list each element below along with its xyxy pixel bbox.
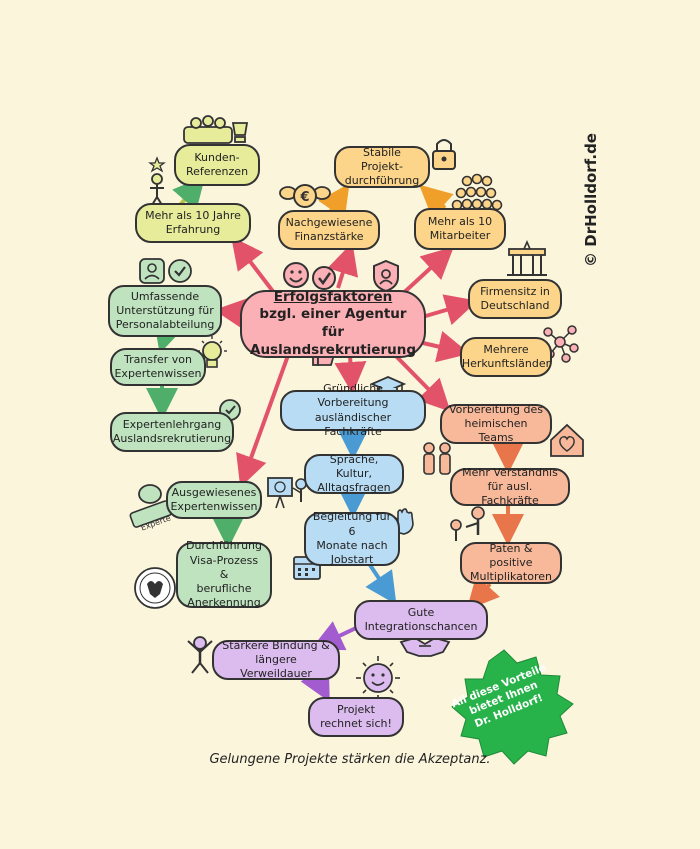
node-personalabteilung: Umfassende Unterstützung für Personalabt…	[108, 285, 222, 337]
node-firmensitz: Firmensitz in Deutschland	[468, 279, 562, 319]
arrow-to-fachkraefte	[334, 355, 367, 394]
padlock-icon	[432, 139, 456, 170]
node-transfer: Transfer von Expertenwissen	[110, 348, 206, 386]
arrow-personal-transfer	[153, 318, 185, 354]
node-vorbereitung-fachkraefte: Gründliche Vorbereitung ausländischer Fa…	[280, 382, 426, 438]
mentoring-icon	[450, 506, 485, 541]
node-kunden-referenzen: Kunden- Referenzen	[174, 144, 260, 186]
team-icon	[183, 115, 233, 144]
arrow-begleitung-integration	[365, 563, 397, 605]
node-stabile-projektdurchfuehrung: Stabile Projekt- durchführung	[334, 146, 430, 188]
node-nachgewiesene-finanzstaerke: Nachgewiesene Finanzstärke	[278, 210, 380, 250]
node-ausgewiesenes-expertenwissen: Ausgewiesenes Expertenwissen	[166, 481, 262, 519]
svg-text:€: €	[299, 190, 309, 205]
checkmark-icon	[312, 266, 336, 290]
arrow-to-finanzstaerke	[327, 242, 359, 289]
node-herkunftslaender: Mehrere Herkunftsländer	[460, 337, 552, 377]
promo-badge	[451, 649, 574, 765]
signature: © DrHolldorf.de	[580, 130, 602, 270]
node-vorbereitung-team: Vorbereitung des heimischen Teams	[440, 403, 552, 444]
node-begleitung: Begleitung für 6 Monate nach Jobstart	[304, 510, 400, 566]
signature-text: © DrHolldorf.de	[582, 133, 600, 267]
arrow-bindung-projekt	[300, 666, 330, 703]
eagle-seal-icon	[134, 567, 176, 609]
node-mehr-als-10-jahre: Mehr als 10 Jahre Erfahrung	[135, 203, 251, 243]
node-sprache-kultur: Sprache, Kultur, Alltagsfragen	[304, 453, 404, 494]
star-person-icon	[148, 156, 166, 206]
handshake-icon	[399, 637, 451, 657]
user-check-icon	[139, 258, 192, 284]
smiley-icon	[283, 262, 309, 288]
node-visa-prozess: Durchführung Visa-Prozess & berufliche A…	[176, 539, 272, 609]
caption: Gelungene Projekte stärken die Akzeptanz…	[209, 752, 491, 767]
network-icon	[543, 325, 579, 363]
arrow-to-erfahrung	[231, 236, 280, 300]
presentation-icon	[267, 477, 307, 509]
arrow-to-expertenwissen	[236, 349, 292, 488]
node-bindung: Stärkere Bindung & längere Verweildauer	[212, 639, 340, 680]
cheering-person-icon	[187, 636, 213, 674]
node-projekt-rechnet: Projekt rechnet sich!	[308, 697, 404, 737]
node-paten: Paten & positive Multiplikatoren	[460, 542, 562, 584]
center-title: Erfolgsfaktoren	[273, 288, 393, 305]
sun-smiley-icon	[356, 656, 400, 700]
center-line3: Auslandsrekrutierung	[250, 341, 416, 358]
trophy-icon	[231, 122, 249, 143]
node-verstaendnis: Mehr Verständnis für ausl. Fachkräfte	[450, 466, 570, 507]
node-expertenlehrgang: Expertenlehrgang Auslandsrekrutierung	[110, 412, 234, 452]
arrow-mitarbeiter-stabil	[419, 184, 454, 218]
node-mehr-als-10-mitarbeiter: Mehr als 10 Mitarbeiter	[414, 208, 506, 250]
brandenburg-gate-icon	[507, 239, 547, 276]
couple-icon	[423, 442, 451, 475]
node-integrationschancen: Gute Integrationschancen	[354, 600, 488, 640]
security-shield-icon	[373, 259, 399, 293]
euro-strongman-icon: €	[279, 184, 331, 208]
center-node: Erfolgsfaktoren bzgl. einer Agentur für …	[240, 288, 426, 358]
arrow-to-team	[388, 348, 451, 412]
employees-crowd-icon	[451, 173, 503, 211]
lightbulb-icon	[197, 336, 227, 368]
center-line2: bzgl. einer Agentur für	[259, 306, 407, 340]
home-heart-icon	[550, 423, 584, 457]
arrow-finanz-stabil	[318, 183, 350, 219]
